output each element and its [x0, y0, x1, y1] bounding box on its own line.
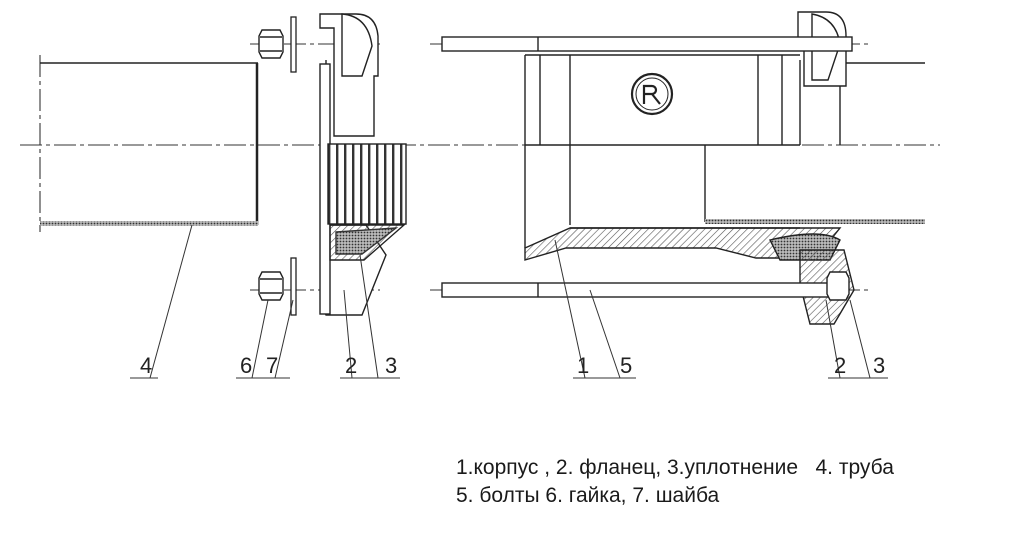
- nut-top: [258, 29, 284, 59]
- callout-nut: 6: [240, 353, 252, 378]
- callout-body: 1: [577, 353, 589, 378]
- callout-pipe: 4: [140, 353, 152, 378]
- washer-parts: [290, 16, 297, 316]
- bolt-bottom: [441, 271, 850, 301]
- nut-bottom: [258, 271, 284, 301]
- legend-line-1: 1.корпус , 2. фланец, 3.уплотнение 4. тр…: [456, 456, 894, 479]
- leader-lines: [130, 224, 888, 379]
- bolt-top: [441, 36, 853, 52]
- callout-washer: 7: [266, 353, 278, 378]
- body-housing: [524, 54, 925, 261]
- pipe-left: [39, 55, 259, 232]
- callout-bolts: 5: [620, 353, 632, 378]
- flange-left: [319, 13, 407, 316]
- legend-line-2: 5. болты 6. гайка, 7. шайба: [456, 484, 720, 507]
- registered-mark-seal: [630, 72, 674, 116]
- callout-flange-left: 2: [345, 353, 357, 378]
- callout-flange-right: 2: [834, 353, 846, 378]
- callout-seal-right: 3: [873, 353, 885, 378]
- callout-seal-left: 3: [385, 353, 397, 378]
